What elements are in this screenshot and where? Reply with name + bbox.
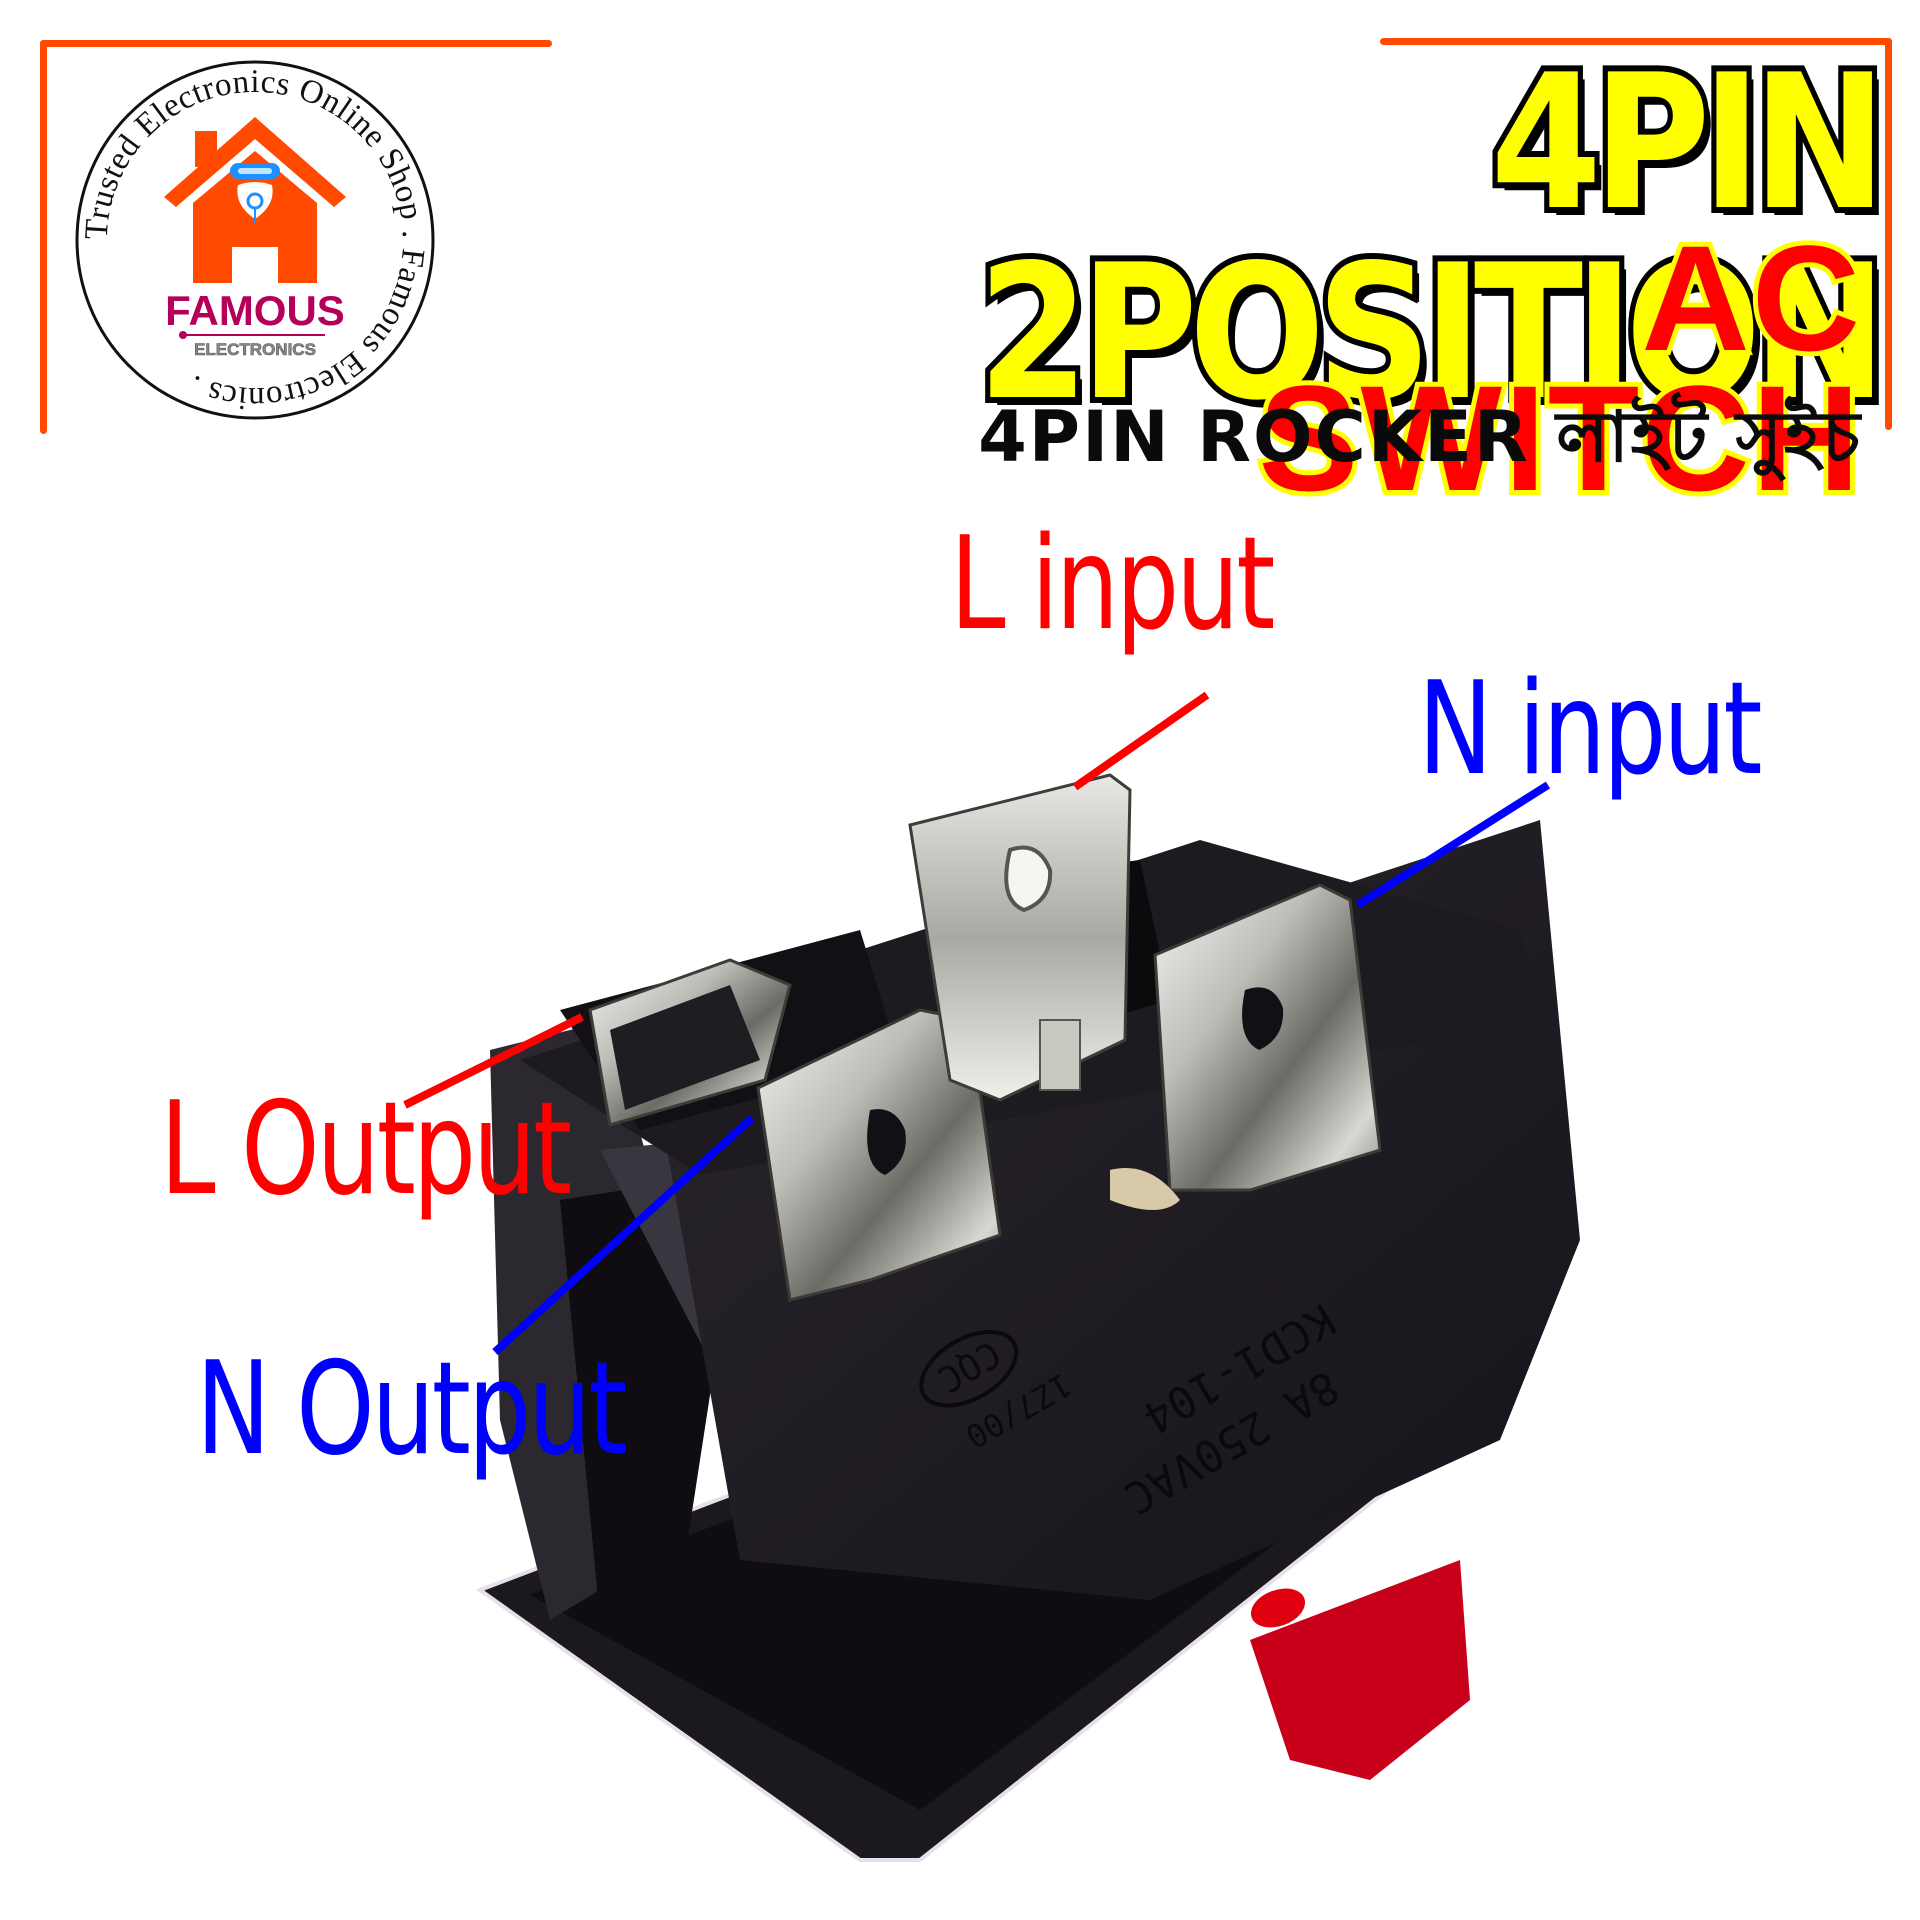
label-n-input: N input	[1418, 655, 1763, 804]
frame-left-top	[40, 40, 552, 47]
frame-right-top	[1380, 38, 1892, 45]
pin-n-output	[756, 1008, 1002, 1302]
house-icon	[164, 117, 346, 285]
headline-subtitle: AC SWITCH	[1253, 214, 1865, 522]
callout-line-n-input	[1355, 781, 1551, 909]
pin-n-input	[1110, 883, 1382, 1210]
headline-description: 4PIN ROCKER লাইট সুইচ	[978, 396, 1862, 478]
logo-brand-sub: ELECTRONICS	[194, 340, 316, 359]
frame-right-vertical	[1885, 38, 1892, 430]
frame-left-vertical	[40, 40, 47, 434]
pin-l-input	[908, 773, 1132, 1102]
label-l-input: L input	[950, 510, 1275, 659]
rocker-actuator	[1250, 1560, 1470, 1780]
callout-line-l-input	[1072, 691, 1210, 791]
logo-badge-icon: Trusted Electronics Online Shop . Famous…	[75, 60, 435, 420]
brand-logo: Trusted Electronics Online Shop . Famous…	[70, 55, 440, 425]
headline-title: 4PIN 2POSITION	[973, 34, 1892, 441]
label-l-output: L Output	[160, 1075, 572, 1224]
indicator-light	[1250, 1588, 1306, 1628]
pin-l-output	[588, 958, 792, 1127]
callout-line-l-output	[403, 1013, 584, 1109]
label-n-output: N Output	[196, 1335, 627, 1484]
callout-line-n-output	[492, 1115, 755, 1355]
logo-brand-name: FAMOUS	[165, 287, 345, 334]
